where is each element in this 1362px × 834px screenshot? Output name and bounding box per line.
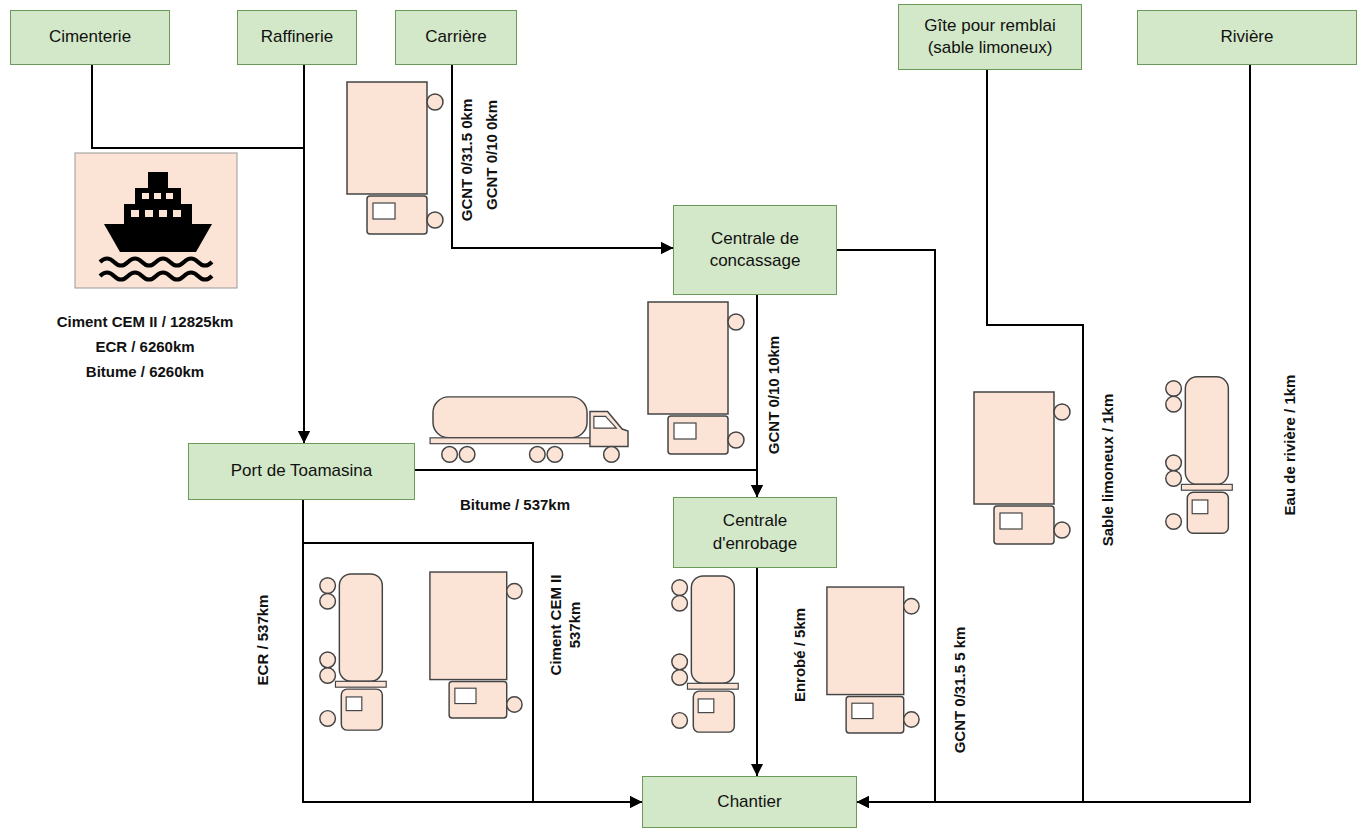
site-box: Gîte pour remblai (sable limoneux) — [898, 4, 1082, 70]
flow-arrow — [452, 65, 673, 248]
box-truck — [827, 587, 919, 733]
box-label: Port de Toamasina — [231, 460, 372, 482]
site-box: Centrale de concassage — [673, 205, 837, 295]
box-label: Rivière — [1221, 26, 1274, 48]
box-truck — [347, 82, 443, 234]
flow-arrow — [303, 500, 642, 802]
box-label: Centrale de concassage — [682, 228, 828, 272]
box-truck — [430, 572, 522, 718]
flow-arrow — [303, 65, 305, 443]
tanker-truck — [1166, 377, 1232, 533]
flow-arrow — [303, 500, 642, 802]
flow-label: Bitume / 537km — [460, 496, 570, 515]
tanker-truck — [672, 576, 738, 732]
box-label: Gîte pour remblai (sable limoneux) — [907, 15, 1073, 59]
box-label: Cimenterie — [49, 26, 131, 48]
box-truck — [648, 302, 744, 454]
flow-arrow — [857, 65, 1250, 802]
tanker-truck — [320, 574, 386, 730]
flow-label: Sable limoneux / 1km — [1099, 394, 1118, 547]
box-label: Centrale d'enrobage — [682, 510, 828, 554]
site-box: Rivière — [1137, 10, 1357, 65]
flow-label: Ciment CEM II 537km — [547, 566, 585, 684]
flow-label: Enrobé / 5km — [791, 608, 810, 702]
flow-label: GCNT 0/10 0km — [483, 100, 502, 210]
shipping-note: Bitume / 6260km — [86, 363, 204, 382]
site-box: Carrière — [395, 10, 517, 65]
box-label: Chantier — [717, 791, 781, 813]
flow-label: GCNT 0/31.5 0km — [458, 99, 477, 222]
site-box: Centrale d'enrobage — [673, 497, 837, 568]
flow-arrow — [857, 70, 1083, 802]
flow-label: Eau de rivière / 1km — [1281, 375, 1300, 516]
shipping-note: Ciment CEM II / 12825km — [57, 313, 234, 332]
flow-label: GCNT 0/31.5 5 km — [951, 627, 970, 754]
flow-label: GCNT 0/10 10km — [765, 336, 784, 454]
box-truck — [974, 392, 1070, 544]
site-box: Chantier — [642, 776, 857, 828]
flow-arrow — [415, 470, 757, 497]
box-label: Raffinerie — [261, 26, 333, 48]
flow-arrow — [756, 568, 758, 776]
site-box: Cimenterie — [10, 10, 170, 65]
flow-arrow — [756, 295, 758, 497]
flow-arrow — [92, 65, 304, 443]
flow-label: ECR / 537km — [254, 595, 273, 686]
ship-icon — [75, 153, 237, 288]
flow-arrow — [452, 65, 673, 248]
box-label: Carrière — [425, 26, 486, 48]
site-box: Port de Toamasina — [188, 443, 415, 500]
tanker-truck — [430, 397, 628, 462]
site-box: Raffinerie — [237, 10, 357, 65]
flow-arrow — [837, 250, 935, 802]
shipping-note: ECR / 6260km — [95, 338, 194, 357]
